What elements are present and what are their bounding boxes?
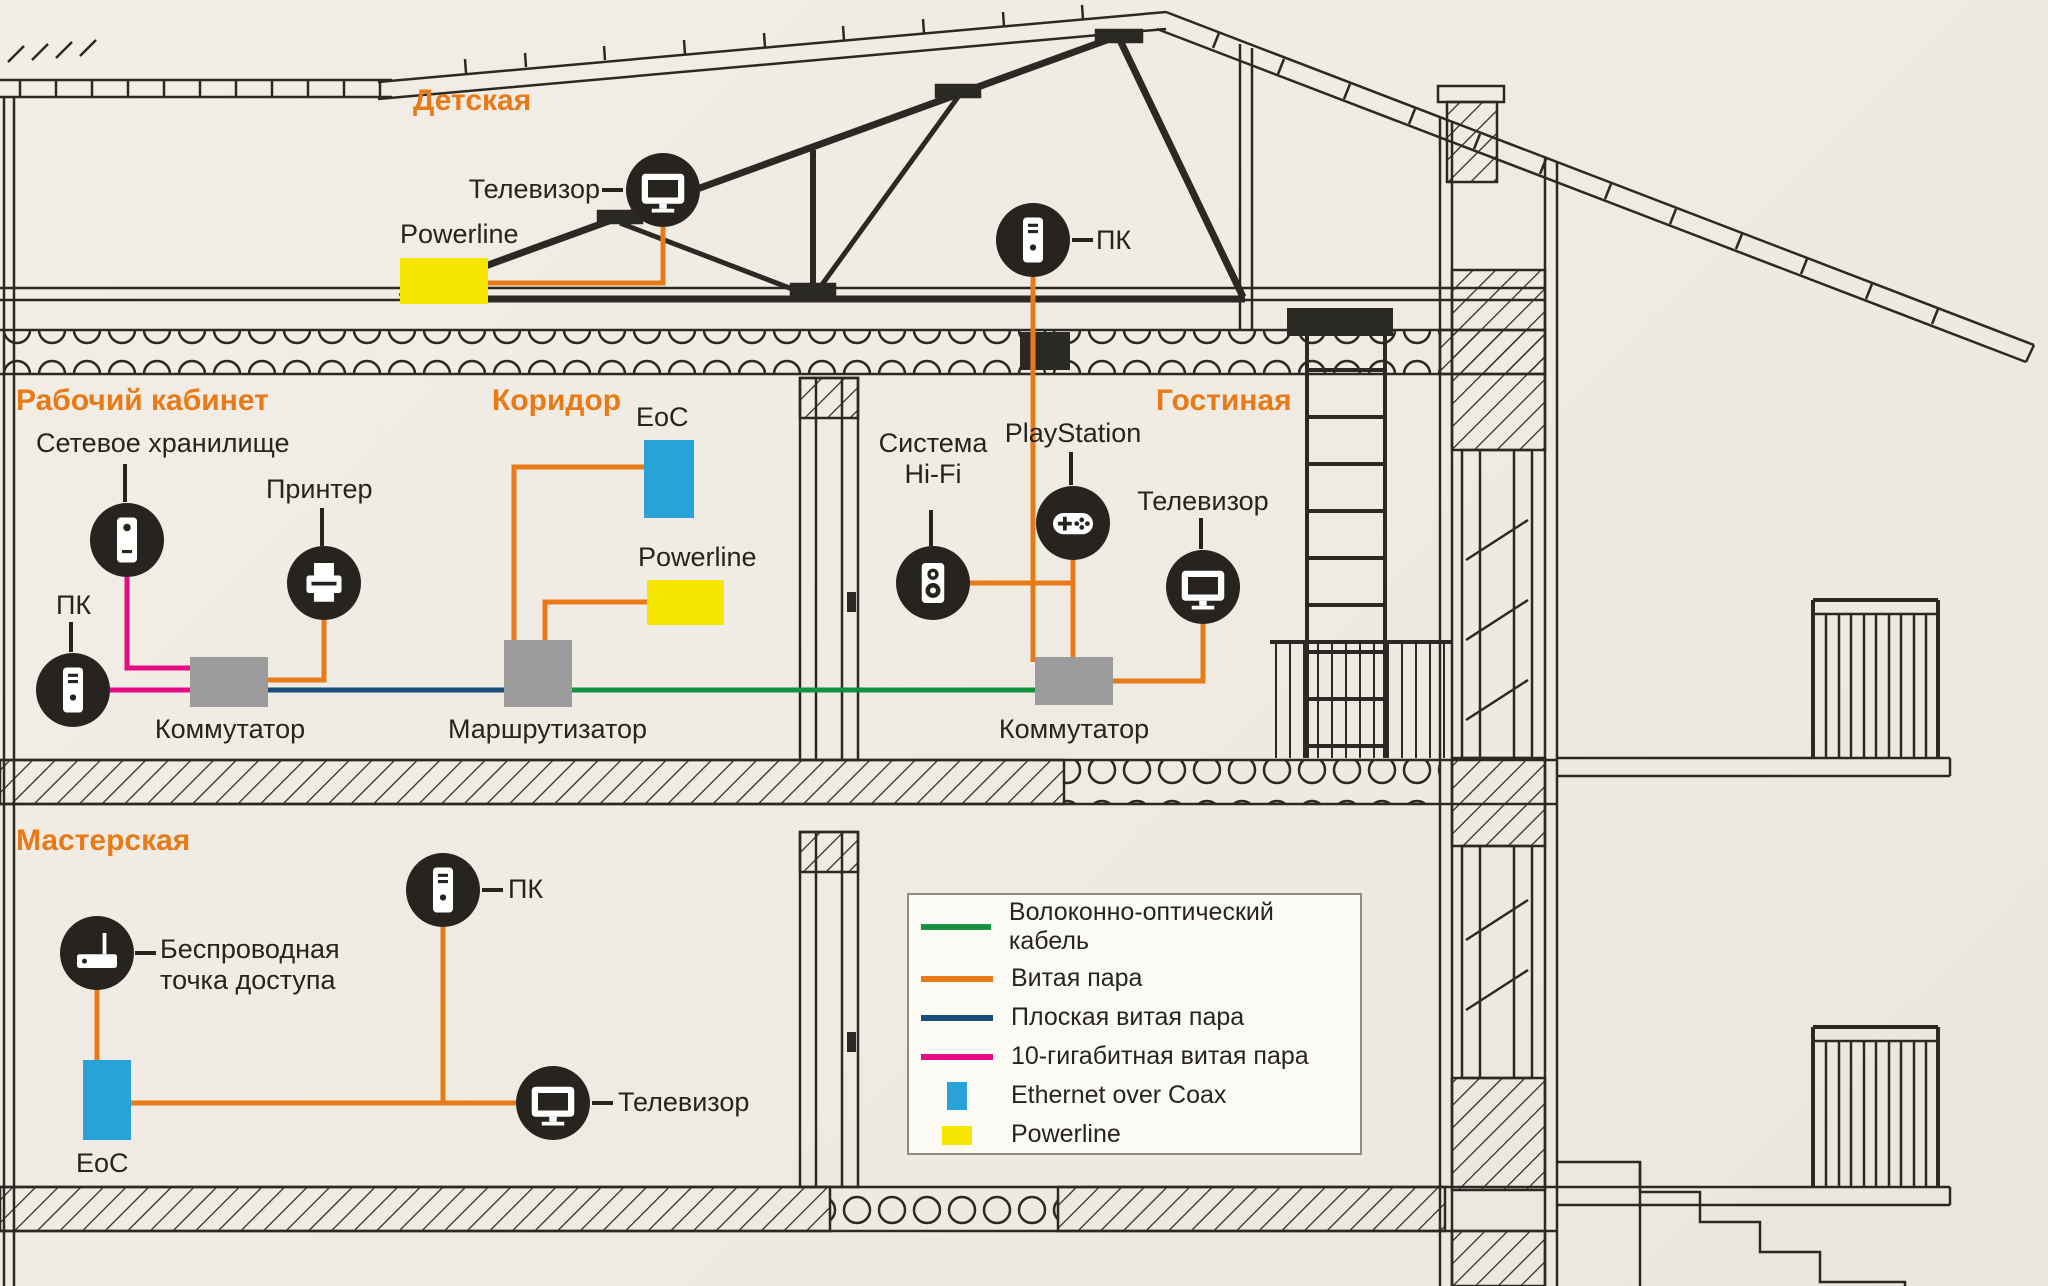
loft-ladder-and-stairs [1270, 308, 1452, 758]
device-living-playstation [1036, 486, 1110, 560]
legend-item-twisted-pair: Витая пара [917, 963, 1352, 995]
label-dash [482, 888, 503, 892]
cable-nas-switch-10g [124, 577, 190, 671]
label-workshop-pc: ПК [508, 874, 544, 904]
label-nursery-tv: Телевизор [468, 174, 600, 204]
label-dash [320, 508, 324, 546]
powerline-adapter-corridor [647, 580, 724, 625]
eoc-adapter-corridor [644, 440, 694, 518]
device-workshop-tv [516, 1066, 590, 1140]
tv-icon [1181, 570, 1225, 610]
legend-label: Волоконно-оптический кабель [1008, 897, 1274, 955]
router-box [504, 640, 572, 707]
legend: Волоконно-оптический кабель Витая пара П… [907, 893, 1362, 1155]
tv-icon [531, 1086, 575, 1126]
twisted-pair-line-swatch [921, 975, 993, 982]
pc-tower-icon [433, 867, 453, 913]
legend-label: 10-гигабитная витая пара [1011, 1042, 1309, 1070]
gamepad-icon [1053, 513, 1093, 535]
legend-label: Плоская витая пара [1011, 1003, 1245, 1031]
eoc-adapter-workshop [83, 1060, 131, 1140]
tv-icon [641, 173, 685, 213]
device-nursery-tv [626, 153, 700, 227]
pc-tower-icon [63, 667, 83, 713]
label-dash [135, 951, 156, 955]
floor-slabs [0, 328, 1557, 1233]
nas-icon [117, 517, 137, 563]
legend-item-powerline: Powerline [917, 1119, 1352, 1151]
label-workshop-eoc: EoC [76, 1148, 129, 1178]
label-workshop-tv: Телевизор [618, 1087, 750, 1117]
device-workshop-pc [406, 853, 480, 927]
label-workshop-wap: Беспроводная точка доступа [160, 934, 348, 995]
fiber-line-swatch [920, 923, 992, 930]
cable-living-tv-switch [1113, 624, 1206, 684]
label-dash [1069, 452, 1073, 485]
label-study-nas: Сетевое хранилище [36, 428, 290, 458]
legend-item-eoc: Ethernet over Coax [917, 1080, 1352, 1112]
switch-box-study [190, 657, 268, 707]
eoc-square-swatch [947, 1081, 967, 1110]
printer-icon [306, 563, 342, 602]
powerline-adapter-nursery [400, 258, 488, 304]
ten-gig-line-swatch [921, 1053, 993, 1060]
device-study-nas [90, 503, 164, 577]
flat-twisted-pair-line-swatch [921, 1014, 993, 1021]
right-wall-and-windows [2, 97, 1559, 1286]
legend-item-10g-twisted-pair: 10-гигабитная витая пара [917, 1041, 1352, 1073]
cable-nursery-tv-powerline [488, 227, 666, 286]
label-dash [69, 622, 73, 652]
roof-structure [0, 4, 2036, 364]
label-living-hifi: Система Hi-Fi [878, 428, 995, 489]
room-label-study: Рабочий кабинет [16, 384, 269, 417]
device-living-tv [1166, 550, 1240, 624]
label-living-tv: Телевизор [1137, 486, 1269, 516]
label-dash [123, 464, 127, 502]
label-dash [602, 188, 623, 192]
label-living-playstation: PlayStation [1004, 418, 1142, 448]
room-label-nursery: Детская [413, 84, 532, 117]
balconies [1557, 598, 1952, 1207]
label-study-switch: Коммутатор [154, 714, 306, 744]
access-point-icon [77, 933, 117, 968]
label-nursery-powerline: Powerline [400, 219, 519, 249]
pc-tower-icon [1023, 217, 1043, 263]
device-workshop-wap [60, 916, 134, 990]
label-dash [1199, 518, 1203, 549]
device-nursery-pc [996, 203, 1070, 277]
exterior-stairs [1557, 1160, 1907, 1286]
legend-label: Витая пара [1011, 964, 1143, 992]
switch-box-living [1035, 657, 1113, 705]
device-living-hifi [896, 546, 970, 620]
label-study-pc: ПК [56, 590, 92, 620]
legend-label: Powerline [1011, 1120, 1121, 1148]
room-label-corridor: Коридор [492, 384, 622, 417]
legend-label: Ethernet over Coax [1011, 1081, 1227, 1109]
label-study-printer: Принтер [266, 474, 373, 504]
legend-item-fiber: Волоконно-оптический кабель [917, 898, 1352, 956]
room-label-living: Гостиная [1156, 384, 1292, 417]
cable-printer-switch [268, 619, 327, 683]
legend-item-flat-twisted-pair: Плоская витая пара [917, 1002, 1352, 1034]
label-corridor-powerline: Powerline [638, 542, 757, 572]
label-corridor-router: Маршрутизатор [448, 714, 648, 744]
label-dash [592, 1101, 613, 1105]
label-dash [1072, 238, 1093, 242]
room-label-workshop: Мастерская [16, 824, 191, 857]
powerline-square-swatch [942, 1125, 972, 1145]
cable-router-powerline [542, 599, 647, 640]
label-corridor-eoc: EoC [636, 402, 689, 432]
interior-doors [798, 376, 860, 1189]
device-study-pc [36, 653, 110, 727]
label-living-switch: Коммутатор [998, 714, 1150, 744]
label-nursery-pc: ПК [1096, 225, 1132, 255]
device-study-printer [287, 546, 361, 620]
speaker-icon [921, 563, 945, 603]
label-dash [929, 510, 933, 546]
cable-router-eoc [511, 464, 644, 640]
